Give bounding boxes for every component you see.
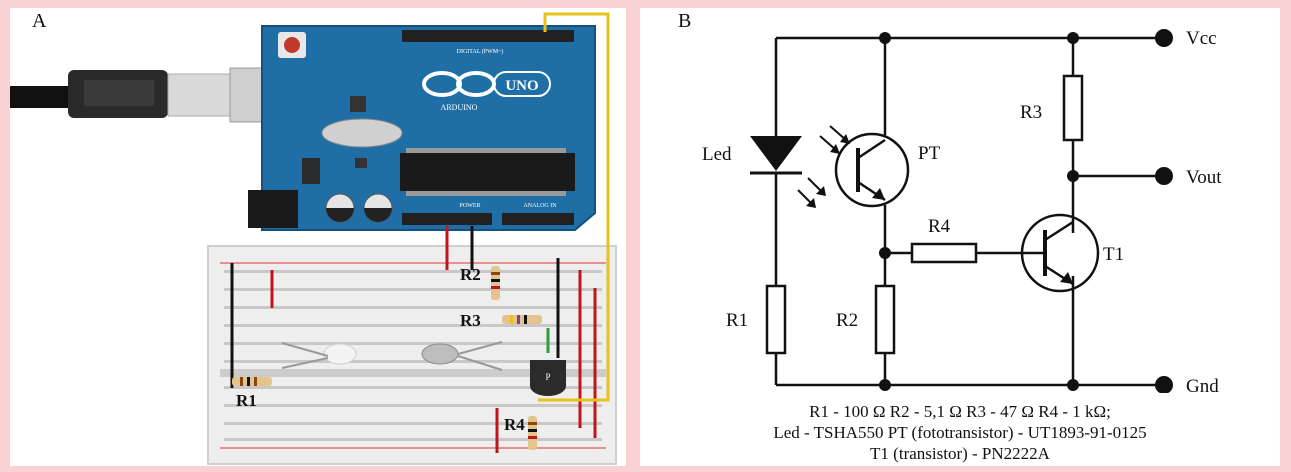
schematic-wires [774,36,1160,387]
junction-dots [879,32,1079,391]
resistor-r1-symbol [765,284,787,355]
panel-b-letter: B [678,10,692,32]
arduino-pcb [261,25,596,231]
led-symbol [750,136,826,208]
power-header-label: POWER [460,203,481,209]
caption-line-2: Led - TSHA550 PT (fototransistor) - UT18… [773,423,1147,442]
panel-b-circuit-schematic: B [640,8,1280,466]
breadboard-holes [224,270,602,441]
label-a-r1: R1 [236,391,257,410]
label-r4: R4 [928,216,951,237]
label-pt: PT [918,143,941,164]
analog-header-label: ANALOG IN [523,203,557,209]
atmega-pins-bottom [406,191,566,196]
small-chip [355,158,367,168]
usb-chip [350,96,366,112]
transistor-t1-symbol [1020,213,1100,293]
usb-plug-grip [84,80,154,106]
resistor-r3-symbol [1062,74,1084,142]
breadboard-components: P [232,266,566,450]
ir-led [323,343,357,365]
power-header [402,213,492,225]
schematic-svg: Vcc Vout Gnd Led PT T1 R1 R2 R3 R4 [702,28,1222,397]
arduino-logo [422,71,551,97]
label-r1: R1 [726,310,748,331]
usb-cable-wire [10,86,70,108]
phototransistor-symbol [819,125,910,208]
yellow-wire-vout [538,12,610,402]
atmega-pins-top [406,148,566,153]
arduino-model-label: UNO [505,78,538,94]
label-a-r4: R4 [504,415,525,434]
panel-a-breadboard-illustration: A DIGITAL (PWM~) UNO ARDUIN [10,8,626,466]
resistor-r3-body [502,315,542,324]
panel-a-letter: A [32,10,47,32]
resistor-r2-symbol [874,284,896,355]
label-vcc: Vcc [1186,28,1217,49]
label-r2: R2 [836,310,858,331]
breadboard-body [207,245,617,465]
label-r3: R3 [1020,102,1042,123]
voltage-regulator [302,158,320,184]
power-jack [248,190,298,228]
label-t1: T1 [1103,244,1124,265]
label-gnd: Gnd [1186,376,1219,393]
transistor-t1 [530,360,566,396]
breadboard [207,245,617,465]
resistor-r4-symbol [910,242,978,264]
usb-cable [10,67,273,123]
digital-header [402,30,574,42]
capacitor-1-band [326,208,354,222]
label-a-r2: R2 [460,265,481,284]
panel-a-svg: DIGITAL (PWM~) UNO ARDUINO [10,12,617,465]
arduino-brand-label: ARDUINO [441,103,478,112]
caption-line-1: R1 - 100 Ω R2 - 5,1 Ω R3 - 47 Ω R4 - 1 k… [809,402,1111,421]
terminal-vout [1155,167,1173,185]
resistor-r2-body [491,266,500,300]
phototransistor [421,343,459,365]
resistor-r4-body [528,416,537,450]
terminal-vcc [1155,29,1173,47]
terminal-gnd [1155,376,1173,394]
digital-header-label: DIGITAL (PWM~) [457,48,504,55]
atmega-chip [400,153,575,191]
label-a-r3: R3 [460,311,481,330]
svg-text:P: P [545,372,550,382]
usb-connector-metal [167,73,231,117]
label-vout: Vout [1186,167,1222,188]
crystal-oscillator [321,118,403,148]
arduino-board: DIGITAL (PWM~) UNO ARDUINO [248,25,596,231]
caption-line-3: T1 (transistor) - PN2222A [870,444,1050,463]
label-led: Led [702,144,732,165]
capacitor-2-band [364,208,392,222]
analog-header [502,213,574,225]
wires [230,12,610,453]
resistor-r1-body [232,377,272,386]
reset-button [284,37,300,53]
